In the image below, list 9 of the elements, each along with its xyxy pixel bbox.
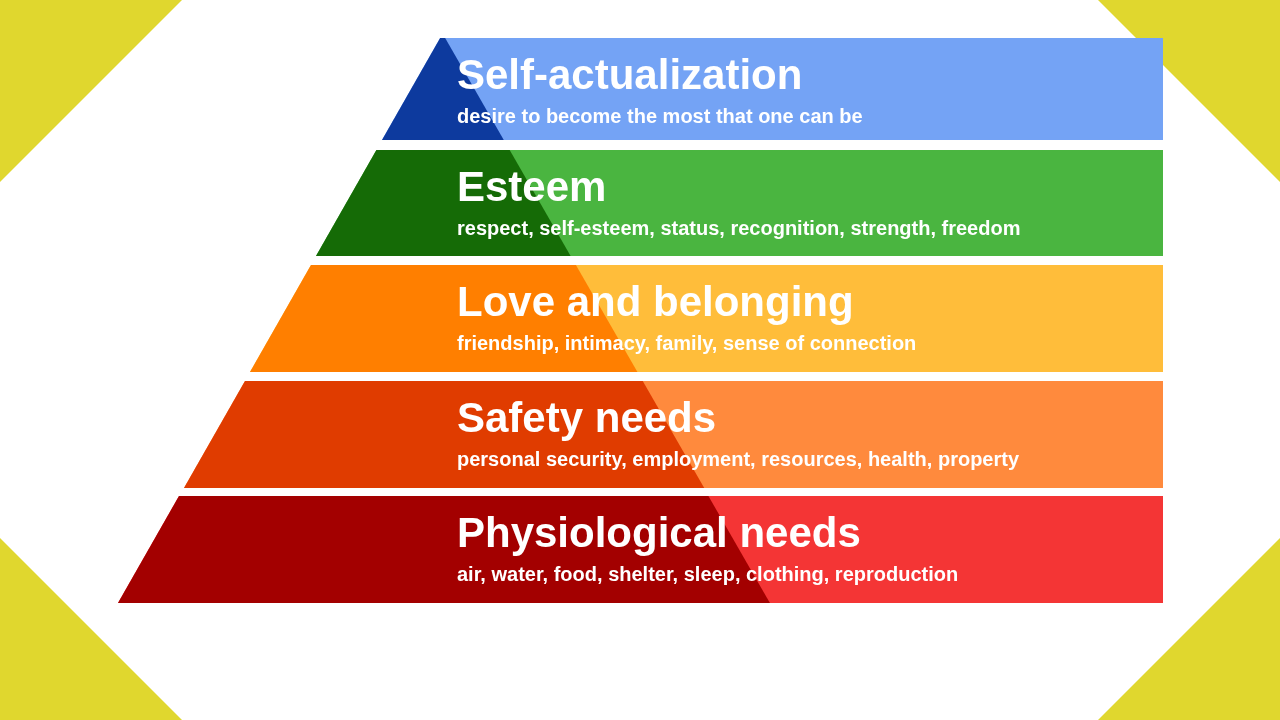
tier-title: Physiological needs <box>457 510 861 556</box>
tier-description: personal security, employment, resources, health, property <box>457 447 1020 471</box>
tier-title: Love and belonging <box>457 279 854 325</box>
tier-title: Esteem <box>457 164 607 210</box>
tier-title: Safety needs <box>457 395 717 441</box>
tier-description: friendship, intimacy, family, sense of connection <box>457 331 917 355</box>
tier-description: desire to become the most that one can be <box>457 104 863 128</box>
tier-description: respect, self-esteem, status, recognition, strength, freedom <box>457 216 1021 240</box>
tier-description: air, water, food, shelter, sleep, clothing, reproduction <box>457 562 959 586</box>
